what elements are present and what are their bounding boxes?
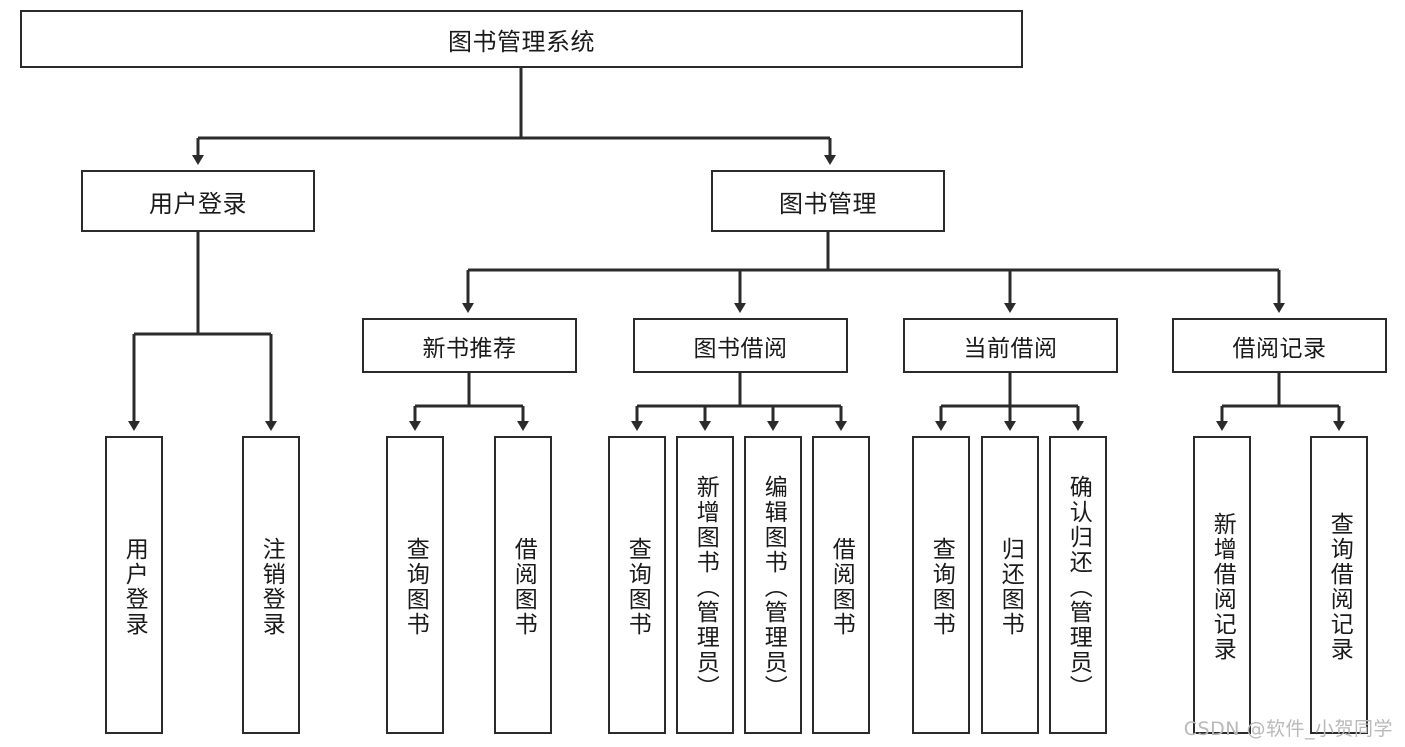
leaf-logout[interactable]: 注销登录 [242, 436, 300, 734]
leaf-newbook-borrow-book[interactable]: 借阅图书 [494, 436, 552, 734]
leaf-newbook-query-book-label: 查询图书 [402, 537, 429, 637]
watermark: CSDN @软件_小贺同学 [1183, 718, 1393, 740]
node-new-book-recommend[interactable]: 新书推荐 [362, 318, 577, 373]
node-current-borrow[interactable]: 当前借阅 [903, 318, 1118, 373]
node-root[interactable]: 图书管理系统 [20, 10, 1023, 68]
leaf-borrow-edit-book-label: 编辑图书（管理员） [760, 474, 787, 700]
node-book-borrow-label: 图书借阅 [693, 335, 788, 362]
leaf-borrow-borrow-book[interactable]: 借阅图书 [812, 436, 870, 734]
node-user-login[interactable]: 用户登录 [81, 170, 315, 232]
leaf-current-query-book[interactable]: 查询图书 [912, 436, 970, 734]
leaf-current-query-book-label: 查询图书 [928, 537, 955, 637]
node-current-borrow-label: 当前借阅 [963, 335, 1058, 362]
leaf-borrow-query-book[interactable]: 查询图书 [608, 436, 666, 734]
leaf-borrow-query-book-label: 查询图书 [624, 537, 651, 637]
leaf-record-query-record[interactable]: 查询借阅记录 [1310, 436, 1368, 734]
node-book-management[interactable]: 图书管理 [711, 170, 945, 232]
node-book-borrow[interactable]: 图书借阅 [633, 318, 848, 373]
node-new-book-recommend-label: 新书推荐 [422, 335, 517, 362]
node-borrow-record-label: 借阅记录 [1232, 335, 1327, 362]
leaf-newbook-query-book[interactable]: 查询图书 [386, 436, 444, 734]
leaf-current-confirm-return[interactable]: 确认归还（管理员） [1049, 436, 1107, 734]
leaf-borrow-add-book[interactable]: 新增图书（管理员） [676, 436, 734, 734]
leaf-logout-label: 注销登录 [258, 537, 285, 637]
leaf-newbook-borrow-book-label: 借阅图书 [510, 537, 537, 637]
leaf-borrow-add-book-label: 新增图书（管理员） [692, 474, 719, 700]
leaf-current-return-book[interactable]: 归还图书 [981, 436, 1039, 734]
leaf-user-login[interactable]: 用户登录 [105, 436, 163, 734]
leaf-record-add-record[interactable]: 新增借阅记录 [1193, 436, 1251, 734]
leaf-borrow-edit-book[interactable]: 编辑图书（管理员） [744, 436, 802, 734]
leaf-record-add-record-label: 新增借阅记录 [1209, 512, 1236, 662]
leaf-current-confirm-return-label: 确认归还（管理员） [1065, 474, 1092, 700]
leaf-record-query-record-label: 查询借阅记录 [1326, 512, 1353, 662]
node-book-management-label: 图书管理 [779, 189, 877, 218]
leaf-current-return-book-label: 归还图书 [997, 537, 1024, 637]
node-user-login-label: 用户登录 [149, 189, 247, 218]
leaf-user-login-label: 用户登录 [121, 537, 148, 637]
node-root-label: 图书管理系统 [448, 27, 595, 56]
node-borrow-record[interactable]: 借阅记录 [1172, 318, 1387, 373]
leaf-borrow-borrow-book-label: 借阅图书 [828, 537, 855, 637]
